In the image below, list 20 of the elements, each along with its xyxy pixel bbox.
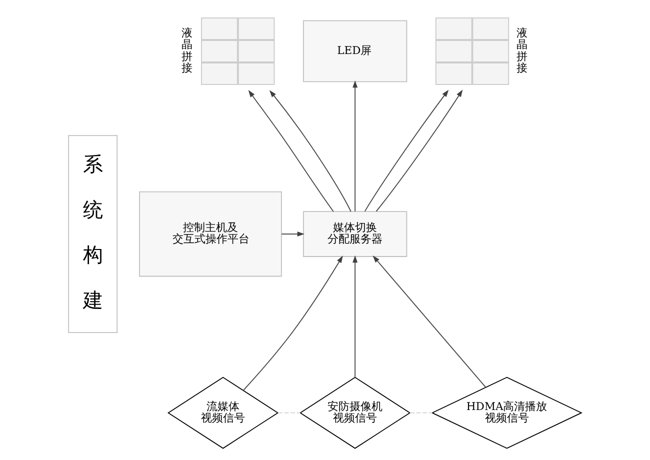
arrow <box>248 90 334 212</box>
arrow <box>242 256 343 391</box>
arrow <box>364 90 449 212</box>
node-box: 控制主机及交互式操作平台 <box>139 191 282 277</box>
node-label: 液晶拼接 <box>182 26 193 74</box>
connector <box>409 412 433 414</box>
node-box: 媒体切换分配服务器 <box>302 211 408 257</box>
arrow <box>352 80 358 212</box>
connector <box>278 412 301 414</box>
arrow <box>269 90 352 212</box>
arrow <box>372 256 486 388</box>
node-diamond: 流媒体视频信号 <box>167 376 279 449</box>
node-diamond: HDMA高清播放视频信号 <box>431 376 582 449</box>
arrow <box>352 255 358 378</box>
arrow <box>376 90 463 212</box>
node-label: 液晶拼接 <box>516 26 528 74</box>
node-diamond: 安防摄像机视频信号 <box>299 376 411 449</box>
node-box: LED屏 <box>302 20 408 82</box>
arrow <box>281 232 305 237</box>
node-box: 系统构建 <box>68 135 118 333</box>
